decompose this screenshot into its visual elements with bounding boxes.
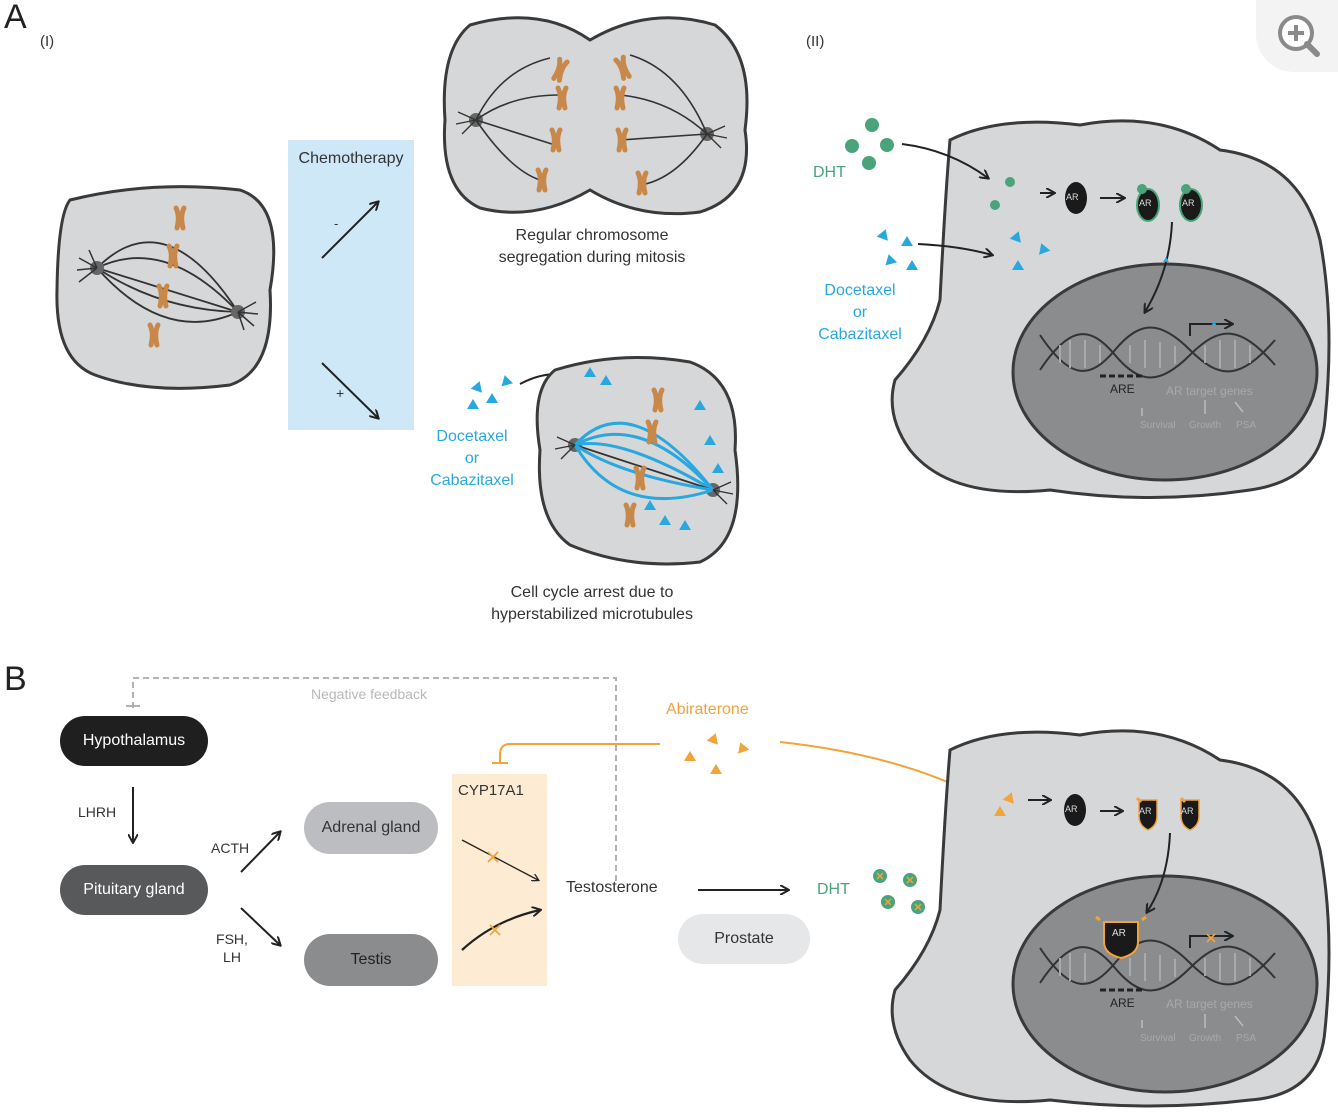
chemotherapy-box: [288, 140, 414, 430]
acth-label: ACTH: [211, 840, 250, 856]
are-label-b: ARE: [1110, 996, 1135, 1010]
panel-b-letter: B: [4, 660, 27, 698]
cell-b: [890, 729, 1331, 1108]
regular-caption-line-1: Regular chromosome: [515, 227, 669, 244]
survival-b: Survival: [1140, 1033, 1176, 1044]
hypothalamus-node: Hypothalamus: [60, 716, 208, 766]
growth-b: Growth: [1189, 1033, 1222, 1044]
dht-spheres-b: [873, 869, 925, 914]
arrested-cell: [535, 356, 740, 566]
fsh-lh-label-2: LH: [223, 949, 241, 965]
dividing-cell-regular: [442, 16, 749, 216]
testis-node: Testis: [304, 934, 438, 986]
arrest-caption-line-2: hyperstabilized microtubules: [491, 606, 693, 623]
psa-b: PSA: [1236, 1033, 1257, 1044]
lhrh-label: LHRH: [78, 804, 117, 820]
panel-a-letter: A: [4, 0, 27, 36]
plus-sign: +: [336, 385, 345, 401]
ar-label-a2-3: AR: [1182, 198, 1195, 208]
target-genes-a2: AR target genes: [1166, 384, 1253, 398]
drug-label-2-a2: Cabazitaxel: [818, 326, 902, 343]
fsh-lh-label-1: FSH,: [216, 931, 248, 947]
zoom-in-icon: [1278, 15, 1320, 57]
ar-label-b-dna: AR: [1112, 928, 1126, 939]
drug-label-1-a2: Docetaxel: [824, 282, 896, 299]
psa-a2: PSA: [1236, 420, 1257, 431]
mitotic-cell-left: [55, 185, 276, 390]
drug-label-1-a1: Docetaxel: [436, 428, 508, 445]
drug-or-a2: or: [852, 304, 868, 321]
target-genes-b: AR target genes: [1166, 997, 1253, 1011]
nucleus-a2: [1011, 262, 1319, 482]
pituitary-node: Pituitary gland: [60, 865, 208, 915]
negative-feedback-label: Negative feedback: [311, 686, 427, 702]
drug-or-a1: or: [464, 450, 480, 467]
are-label-a2: ARE: [1110, 382, 1135, 396]
cyp17a1-box: [452, 774, 547, 986]
cell-a2: [890, 119, 1331, 499]
testosterone-label: Testosterone: [566, 879, 658, 896]
ar-label-b-2: AR: [1139, 806, 1152, 816]
ar-label-b-3: AR: [1181, 806, 1194, 816]
growth-a2: Growth: [1189, 420, 1222, 431]
ar-label-b-1: AR: [1065, 804, 1078, 814]
cyp17a1-label: CYP17A1: [458, 782, 524, 799]
abiraterone-label: Abiraterone: [666, 701, 749, 718]
survival-a2: Survival: [1140, 420, 1176, 431]
dht-label-b: DHT: [817, 881, 850, 898]
drug-label-2-a1: Cabazitaxel: [430, 472, 514, 489]
prostate-node: Prostate: [678, 914, 810, 964]
panel-a-sub-i: (I): [40, 33, 55, 50]
panel-a-sub-ii: (II): [806, 33, 825, 50]
zoom-button[interactable]: [1256, 0, 1338, 72]
ar-label-a2-1: AR: [1066, 192, 1079, 202]
minus-sign: -: [334, 216, 339, 231]
ar-label-a2-2: AR: [1139, 198, 1152, 208]
dht-label-a2: DHT: [813, 164, 846, 181]
regular-caption-line-2: segregation during mitosis: [498, 249, 686, 266]
adrenal-node: Adrenal gland: [304, 802, 438, 854]
chemotherapy-label: Chemotherapy: [298, 150, 404, 167]
arrest-caption-line-1: Cell cycle arrest due to: [510, 584, 674, 601]
